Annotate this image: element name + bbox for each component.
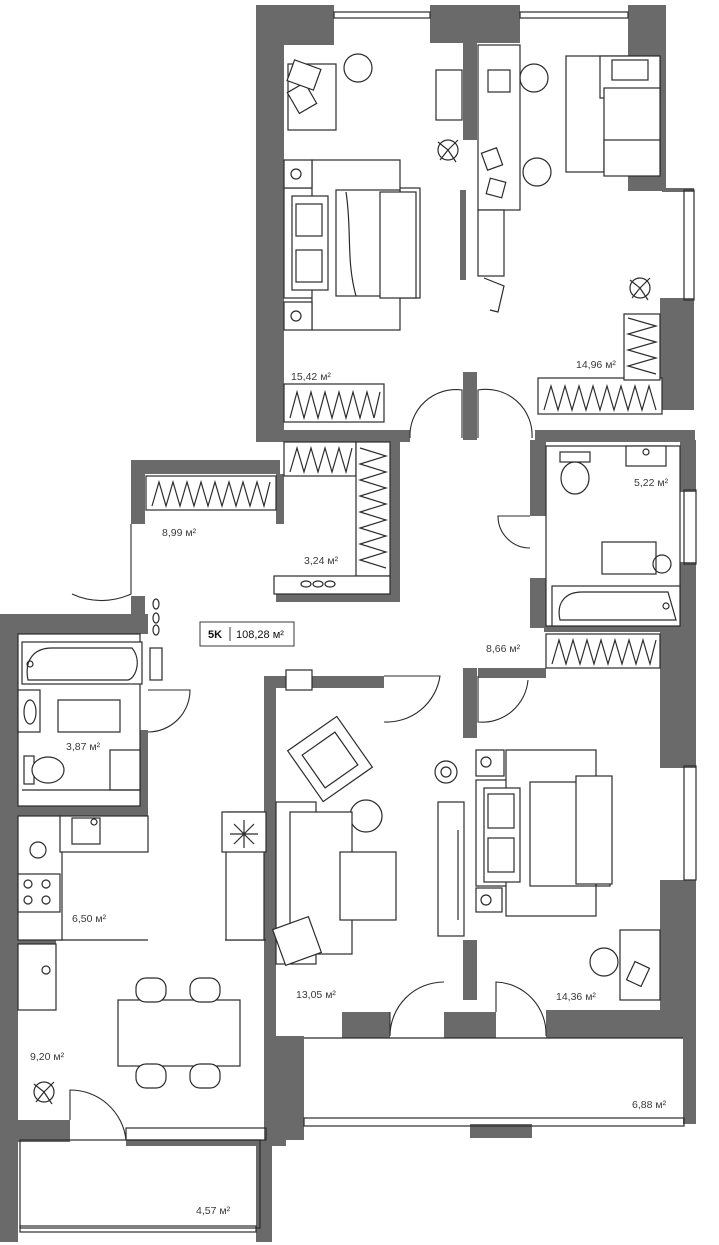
apartment-total-area: 108,28 м² bbox=[236, 629, 284, 641]
door-icon bbox=[69, 1089, 127, 1141]
apartment-type: 5K bbox=[208, 629, 222, 641]
wardrobe-icon bbox=[145, 475, 277, 511]
wardrobe-icon bbox=[283, 441, 357, 477]
door-icon bbox=[147, 689, 191, 733]
sink-icon bbox=[71, 817, 101, 845]
tv-stand-icon bbox=[437, 801, 465, 937]
bed-icon bbox=[565, 55, 661, 177]
bathtub-icon bbox=[21, 641, 143, 685]
door-icon bbox=[389, 981, 445, 1037]
room-area-balcony-1: 6,88 м² bbox=[632, 1099, 667, 1111]
room-labels: 15,42 м² 14,96 м² 5,22 м² 8,99 м² 3,24 м… bbox=[30, 359, 669, 1217]
room-area-balcony-2: 4,57 м² bbox=[196, 1205, 231, 1217]
wardrobe-icon bbox=[545, 633, 661, 669]
room-area-bedroom-2: 14,96 м² bbox=[576, 359, 616, 371]
wardrobe-icon bbox=[623, 313, 661, 381]
outlines bbox=[19, 11, 697, 1233]
wardrobe-icon bbox=[355, 441, 391, 577]
plant-icon bbox=[437, 139, 459, 163]
door-icon bbox=[495, 981, 547, 1037]
sofa-icon bbox=[271, 801, 397, 967]
door-icon bbox=[477, 676, 529, 723]
room-area-dining: 9,20 м² bbox=[30, 1051, 65, 1063]
apartment-badge: 5K 108,28 м² bbox=[199, 621, 295, 647]
dining-table-icon bbox=[117, 977, 241, 1089]
desk-icon bbox=[589, 929, 661, 1001]
desk-icon bbox=[477, 44, 552, 211]
door-icon bbox=[477, 388, 533, 439]
room-area-bedroom-3: 14,36 м² bbox=[556, 991, 596, 1003]
room-area-corridor: 8,66 м² bbox=[486, 643, 521, 655]
door-icon bbox=[497, 515, 531, 549]
bedroom-2-furniture bbox=[477, 44, 661, 313]
plant-icon bbox=[629, 277, 651, 301]
room-area-hall: 8,99 м² bbox=[162, 527, 197, 539]
kitchen-fixtures bbox=[17, 811, 267, 1011]
bath-mat-icon bbox=[57, 699, 121, 733]
sink-icon bbox=[625, 445, 667, 467]
room-area-bedroom-1: 15,42 м² bbox=[291, 371, 331, 383]
room-area-bathroom-2: 3,87 м² bbox=[66, 741, 101, 753]
stove-icon bbox=[17, 873, 61, 913]
nightstand-icon bbox=[475, 887, 503, 913]
armchair-icon bbox=[286, 715, 374, 803]
doors bbox=[69, 388, 547, 1141]
room-area-living-room: 13,05 м² bbox=[296, 989, 336, 1001]
door-icon bbox=[71, 524, 132, 601]
wardrobes bbox=[145, 313, 663, 669]
nightstand-icon bbox=[475, 749, 505, 777]
room-area-wardrobe: 3,24 м² bbox=[304, 555, 339, 567]
bed-icon bbox=[283, 159, 421, 331]
armchair-icon bbox=[286, 59, 337, 131]
bathroom-2-fixtures bbox=[17, 633, 163, 807]
shoes bbox=[152, 580, 336, 636]
wardrobe-icon bbox=[537, 377, 663, 415]
living-room-furniture bbox=[271, 669, 465, 967]
bath-mat-icon bbox=[601, 541, 657, 575]
bedroom-1-furniture bbox=[283, 53, 463, 331]
toilet-icon bbox=[559, 451, 591, 495]
room-area-kitchen: 6,50 м² bbox=[72, 913, 107, 925]
nightstand-icon bbox=[283, 301, 313, 331]
bathtub-icon bbox=[551, 585, 681, 627]
toilet-icon bbox=[23, 755, 65, 785]
wardrobe-icon bbox=[283, 383, 385, 423]
sink-icon bbox=[17, 689, 41, 733]
bed-icon bbox=[475, 749, 613, 917]
bedroom-3-furniture bbox=[475, 749, 661, 1001]
nightstand-icon bbox=[283, 159, 313, 189]
door-icon bbox=[409, 389, 463, 439]
room-area-bathroom-1: 5,22 м² bbox=[634, 477, 669, 489]
bathroom-1-fixtures bbox=[545, 445, 681, 627]
door-icon bbox=[383, 675, 441, 723]
plant-icon bbox=[33, 1081, 55, 1105]
